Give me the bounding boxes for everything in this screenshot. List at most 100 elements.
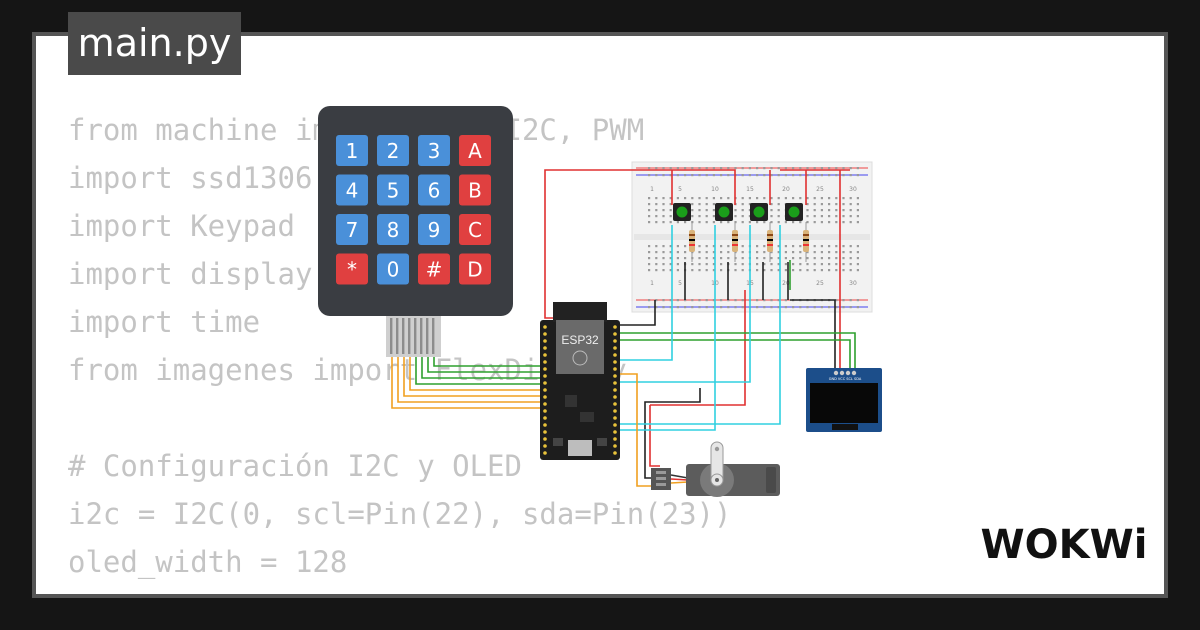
keypad-key[interactable]: 7 xyxy=(336,214,368,245)
keypad-key[interactable]: 6 xyxy=(418,174,450,206)
breadboard-hole xyxy=(648,167,651,170)
keypad-key[interactable]: 1 xyxy=(336,135,368,166)
esp32-pin xyxy=(543,451,547,455)
breadboard-hole xyxy=(720,245,723,248)
keypad-pin xyxy=(390,318,393,354)
breadboard-hole xyxy=(835,174,838,177)
oled-pin xyxy=(839,370,845,376)
breadboard-hole xyxy=(756,306,759,309)
keypad-key[interactable]: D xyxy=(459,253,491,285)
esp32-pin xyxy=(613,360,617,364)
breadboard-hole xyxy=(727,299,730,302)
keypad-key[interactable]: 5 xyxy=(377,174,409,206)
breadboard-hole xyxy=(648,197,651,200)
usb-port xyxy=(568,440,592,456)
breadboard-hole xyxy=(849,306,852,309)
keypad-key[interactable]: 9 xyxy=(418,214,450,245)
breadboard-hole xyxy=(813,209,816,212)
esp32-pin xyxy=(613,409,617,413)
wires xyxy=(391,169,856,487)
keypad-key[interactable]: # xyxy=(418,253,450,285)
breadboard-hole xyxy=(856,263,859,266)
breadboard-hole xyxy=(835,306,838,309)
breadboard-hole xyxy=(662,209,665,212)
breadboard-hole xyxy=(792,269,795,272)
breadboard-column-number: 25 xyxy=(816,280,824,287)
breadboard-hole xyxy=(820,215,823,218)
keypad-key[interactable]: 0 xyxy=(377,253,409,285)
push-button[interactable] xyxy=(785,203,803,221)
breadboard-hole xyxy=(727,167,730,170)
esp32-pin xyxy=(543,381,547,385)
breadboard-hole xyxy=(691,203,694,206)
breadboard-hole xyxy=(770,257,773,260)
breadboard-hole xyxy=(734,167,737,170)
reset-button[interactable] xyxy=(597,438,607,446)
esp32-pin xyxy=(613,451,617,455)
wire-green xyxy=(421,356,545,379)
breadboard-hole xyxy=(842,269,845,272)
push-button[interactable] xyxy=(673,203,691,221)
breadboard-hole xyxy=(792,251,795,254)
esp32-pins xyxy=(543,325,617,455)
keypad-key[interactable]: 3 xyxy=(418,135,450,166)
breadboard-hole xyxy=(792,197,795,200)
breadboard-hole xyxy=(712,245,715,248)
breadboard-hole xyxy=(820,269,823,272)
breadboard-hole xyxy=(684,245,687,248)
breadboard-hole xyxy=(705,215,708,218)
keypad-pin xyxy=(414,318,417,354)
keypad-key[interactable]: A xyxy=(459,135,491,166)
keypad-pin xyxy=(426,318,429,354)
esp32-pin xyxy=(613,367,617,371)
breadboard-hole xyxy=(684,197,687,200)
breadboard-hole xyxy=(720,251,723,254)
breadboard-hole xyxy=(727,221,730,224)
breadboard-hole xyxy=(662,306,665,309)
breadboard-hole xyxy=(676,299,679,302)
code-line: import Keypad xyxy=(68,209,295,243)
esp32-pin xyxy=(613,325,617,329)
push-button[interactable] xyxy=(750,203,768,221)
breadboard-hole xyxy=(777,251,780,254)
breadboard-hole xyxy=(770,299,773,302)
wire-cyan xyxy=(615,225,751,383)
breadboard-hole xyxy=(828,251,831,254)
keypad-key[interactable]: B xyxy=(459,174,491,206)
breadboard-hole xyxy=(849,245,852,248)
breadboard-hole xyxy=(720,257,723,260)
servo-horn[interactable] xyxy=(710,441,724,481)
keypad-key[interactable]: * xyxy=(336,253,368,285)
esp32-pin xyxy=(543,437,547,441)
breadboard-hole xyxy=(698,221,701,224)
breadboard-hole xyxy=(669,263,672,266)
breadboard-hole xyxy=(655,221,658,224)
boot-button[interactable] xyxy=(553,438,563,446)
esp32-pin xyxy=(613,388,617,392)
breadboard-hole xyxy=(813,251,816,254)
breadboard-hole xyxy=(669,209,672,212)
esp32-pin xyxy=(613,423,617,427)
breadboard-hole xyxy=(691,215,694,218)
breadboard-hole xyxy=(842,215,845,218)
keypad-key[interactable]: 2 xyxy=(377,135,409,166)
code-line: import display xyxy=(68,257,313,291)
keypad-key[interactable]: 8 xyxy=(377,214,409,245)
breadboard-hole xyxy=(849,167,852,170)
file-tab[interactable]: main.py xyxy=(68,12,241,75)
breadboard-hole xyxy=(799,174,802,177)
breadboard-hole xyxy=(662,251,665,254)
breadboard-hole xyxy=(842,209,845,212)
breadboard-hole xyxy=(777,215,780,218)
keypad-key[interactable]: 4 xyxy=(336,174,368,206)
breadboard-hole xyxy=(784,299,787,302)
keypad-key-label: * xyxy=(347,258,357,282)
push-button[interactable] xyxy=(715,203,733,221)
code-line: import ssd1306 xyxy=(68,161,313,195)
breadboard-hole xyxy=(777,263,780,266)
breadboard-hole xyxy=(712,197,715,200)
keypad-key[interactable]: C xyxy=(459,214,491,245)
breadboard-hole xyxy=(655,306,658,309)
breadboard-hole xyxy=(655,174,658,177)
